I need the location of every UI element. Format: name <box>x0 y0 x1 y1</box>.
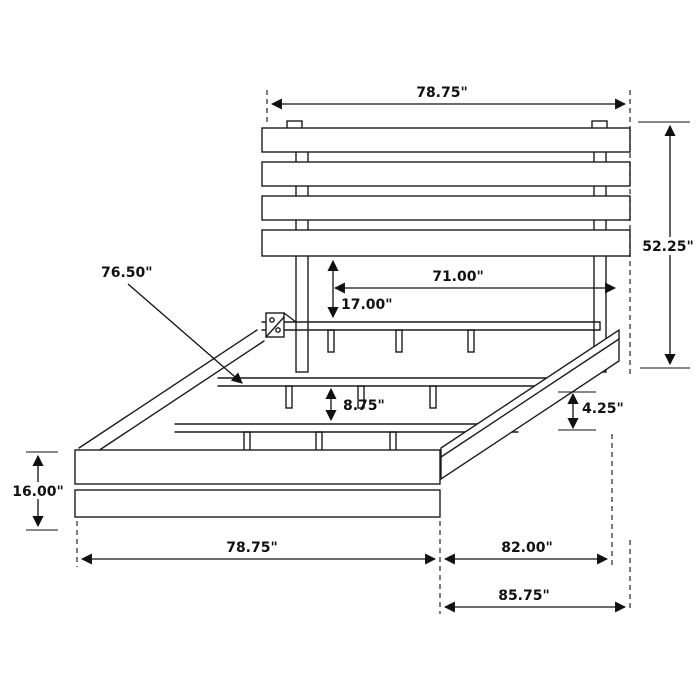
support-slat-middle <box>217 377 561 409</box>
dim-headboard-height-label: 52.25" <box>642 239 694 255</box>
dim-side-rail-length: 76.50" <box>101 265 243 384</box>
dim-slat-gap: 8.75" <box>325 387 385 422</box>
dim-frame-length: 82.00" <box>443 540 609 565</box>
footboard <box>74 449 441 518</box>
side-rail-left <box>78 329 265 456</box>
dim-inner-width: 71.00" <box>333 269 617 294</box>
dim-overall-length-label: 85.75" <box>498 588 550 604</box>
dim-headboard-height: 52.25" <box>638 121 696 369</box>
dim-overall-length: 85.75" <box>443 588 627 613</box>
dim-footboard-height: 16.00" <box>11 451 65 531</box>
rail-bracket-hardware <box>265 312 297 338</box>
headboard-boards <box>261 127 631 257</box>
dim-rail-thickness-label: 4.25" <box>582 401 624 417</box>
dim-side-rail-length-label: 76.50" <box>101 265 153 281</box>
dim-headboard-width-label: 78.75" <box>416 85 468 101</box>
dim-headboard-clearance-label: 17.00" <box>341 297 393 313</box>
dim-slat-gap-label: 8.75" <box>343 398 385 414</box>
support-slat-head <box>261 321 601 353</box>
dim-footboard-height-label: 16.00" <box>12 484 64 500</box>
dim-rail-thickness: 4.25" <box>558 391 624 431</box>
dim-headboard-clearance: 17.00" <box>327 259 393 319</box>
dim-inner-width-label: 71.00" <box>432 269 484 285</box>
dim-headboard-width: 78.75" <box>270 85 627 110</box>
extension-lines <box>76 90 631 614</box>
dim-footboard-width: 78.75" <box>80 540 437 565</box>
dim-footboard-width-label: 78.75" <box>226 540 278 556</box>
side-rail-right <box>440 328 620 481</box>
dim-frame-length-label: 82.00" <box>501 540 553 556</box>
